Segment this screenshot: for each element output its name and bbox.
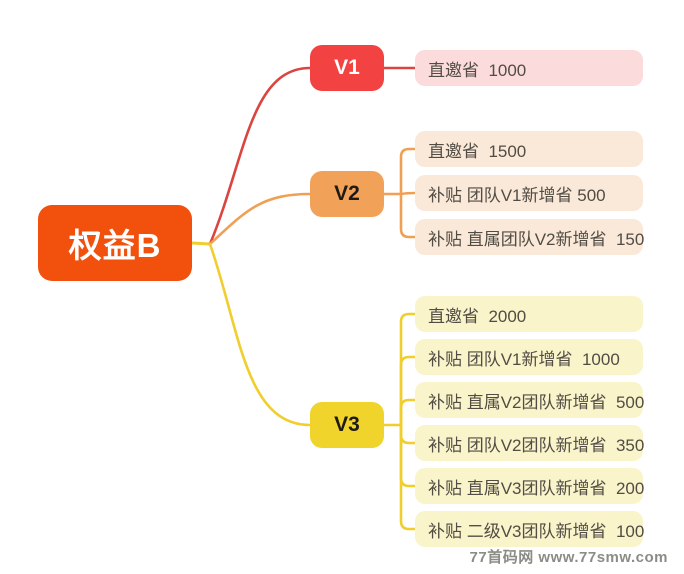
connector-v2-leaf1 (399, 147, 417, 196)
connector-root-v2 (208, 192, 312, 246)
connector-root-stub (190, 241, 212, 246)
connector-v3-leaf6 (399, 423, 417, 531)
connector-v3-leaf1 (399, 312, 417, 427)
leaf-node[interactable]: 补贴 二级V3团队新增省 100 (415, 511, 644, 547)
leaf-node[interactable]: 直邀省 1000 (415, 50, 643, 86)
leaf-node[interactable]: 直邀省 2000 (415, 296, 643, 332)
leaf-node[interactable]: 补贴 直属团队V2新增省 150 (415, 219, 644, 255)
leaf-node[interactable]: 补贴 直属V2团队新增省 500 (415, 382, 644, 418)
root-node[interactable]: 权益B (38, 205, 192, 281)
branch-node-v3-label: V3 (334, 413, 360, 436)
branch-node-v2-label: V2 (334, 182, 360, 205)
leaf-node[interactable]: 补贴 团队V1新增省 500 (415, 175, 643, 211)
leaf-node[interactable]: 直邀省 1500 (415, 131, 643, 167)
leaf-node[interactable]: 补贴 直属V3团队新增省 200 (415, 468, 644, 504)
connector-v3-leaf4 (399, 423, 417, 445)
branch-node-v3[interactable]: V3 (310, 402, 384, 448)
connector-v3-leaf5 (399, 423, 417, 488)
connector-v3-leaf3 (399, 398, 417, 427)
branch-node-v2[interactable]: V2 (310, 171, 384, 217)
leaf-node[interactable]: 补贴 团队V1新增省 1000 (415, 339, 643, 375)
branch-node-v1-label: V1 (334, 56, 360, 79)
connector-v3-leaf2 (399, 355, 417, 427)
branch-node-v1[interactable]: V1 (310, 45, 384, 91)
connector-v2-leaf3 (399, 192, 417, 239)
leaf-node[interactable]: 补贴 团队V2团队新增省 350 (415, 425, 644, 461)
connector-root-v1 (208, 66, 312, 246)
root-node-label: 权益B (68, 227, 162, 264)
connector-root-v3 (208, 242, 312, 427)
connector-v2-leaf2 (399, 191, 417, 196)
watermark-text: 77首码网 www.77smw.com (469, 549, 668, 566)
